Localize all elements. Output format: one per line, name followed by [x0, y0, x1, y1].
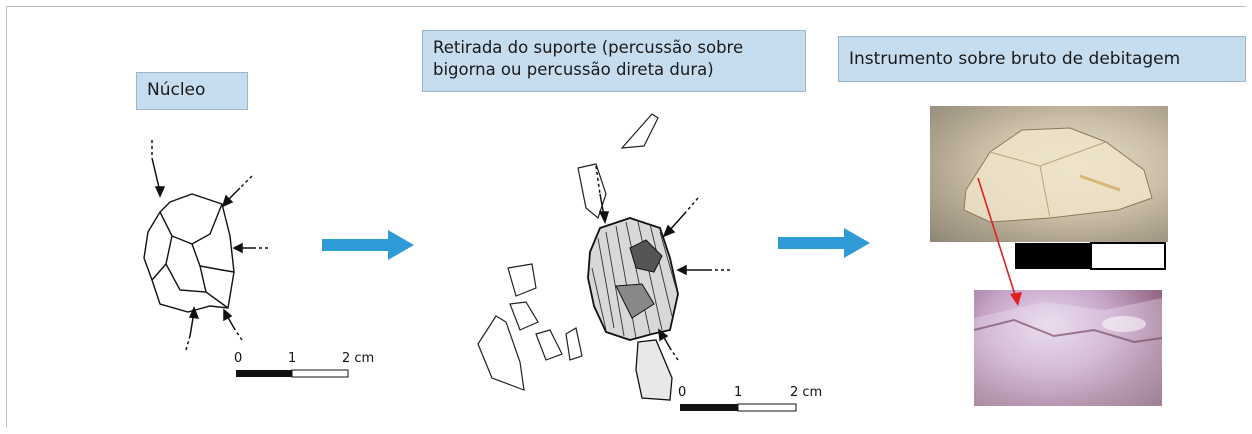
scale-middle-tick-0: 0 [678, 385, 686, 400]
figure-frame [6, 6, 1246, 428]
scale-bar-middle: 0 1 2 cm [678, 385, 822, 412]
core-label: Núcleo [136, 72, 248, 110]
removal-label: Retirada do suporte (percussão sobre big… [422, 30, 806, 92]
flake-left-1 [507, 263, 537, 297]
tool-photo-overview [930, 106, 1168, 242]
scale-middle-tick-2: 2 cm [790, 385, 822, 400]
core-outline [143, 193, 235, 313]
tool-label: Instrumento sobre bruto de debitagem [838, 36, 1246, 82]
flake-left-5 [565, 327, 583, 361]
tool-photo-detail [974, 290, 1162, 406]
flow-arrow-2 [778, 228, 870, 258]
removal-label-line-1: Retirada do suporte (percussão sobre [433, 38, 744, 57]
flow-arrow-1 [322, 230, 414, 260]
flake-left-4 [477, 315, 525, 391]
scale-left-tick-1: 1 [288, 351, 296, 366]
flake-upper [577, 163, 607, 220]
detail-pointer-arrow [977, 177, 1022, 306]
flake-left-2 [509, 301, 539, 331]
removal-label-line-2: bigorna ou percussão direta dura) [433, 60, 714, 79]
core-label-text: Núcleo [147, 80, 206, 100]
scale-middle-tick-1: 1 [734, 385, 742, 400]
scale-left-tick-2: 2 cm [342, 351, 374, 366]
scale-bar-left: 0 1 2 cm [234, 351, 374, 378]
core-drawing [143, 140, 268, 351]
removal-drawing [477, 113, 730, 401]
flake-top [620, 113, 659, 149]
scale-left-tick-0: 0 [234, 351, 242, 366]
tool-label-text: Instrumento sobre bruto de debitagem [849, 49, 1181, 69]
scale-bar-photo [1015, 242, 1166, 270]
flake-left-3 [535, 329, 563, 361]
hatched-core [587, 217, 679, 401]
